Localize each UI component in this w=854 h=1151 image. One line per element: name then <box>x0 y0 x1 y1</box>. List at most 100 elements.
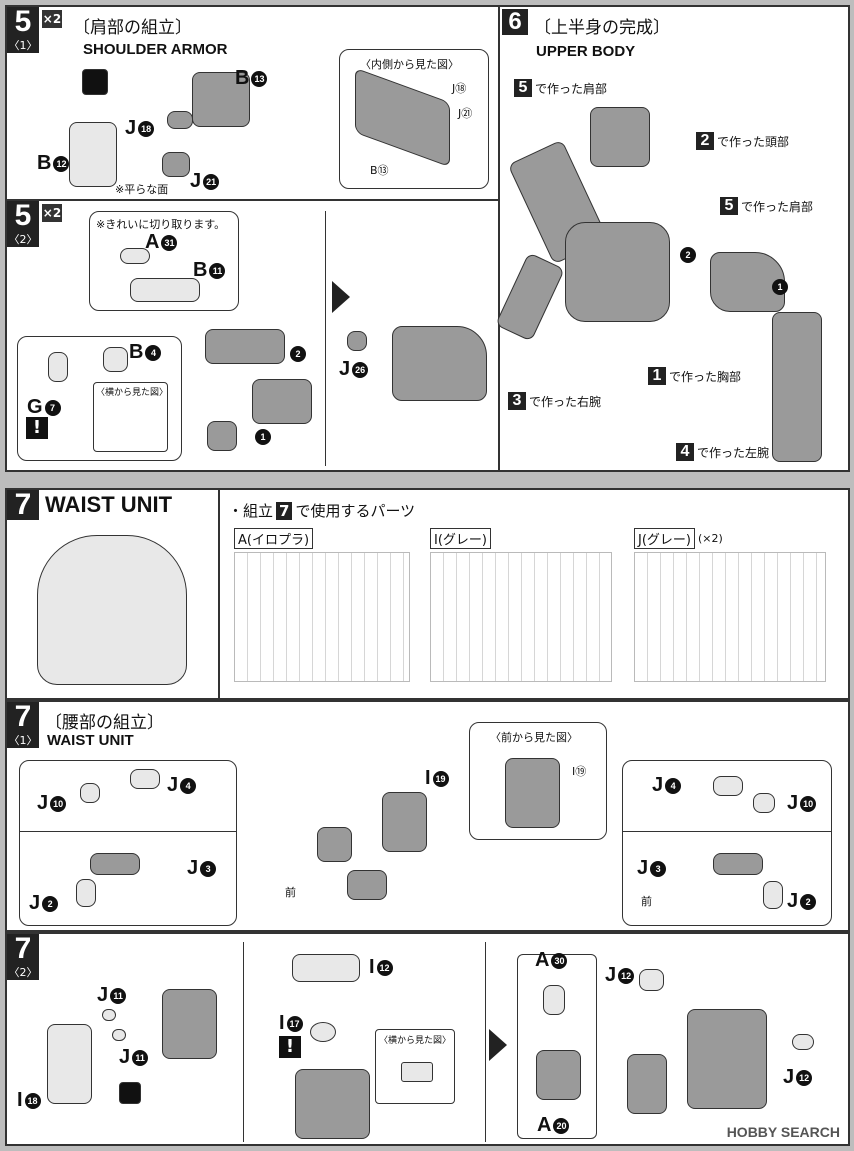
inset-label: I⑲ <box>572 765 587 778</box>
side-view-inset: 〈横から見た図〉 <box>93 382 168 452</box>
watermark-logo: HOBBY SEARCH <box>726 1124 840 1140</box>
inset-part <box>355 67 450 168</box>
inset-part <box>401 1062 433 1082</box>
step-number: 7 <box>7 702 39 732</box>
divider <box>20 831 236 832</box>
runner-label-i: I(グレー) <box>430 528 491 549</box>
side-view-inset: 〈横から見た図〉 <box>375 1029 455 1104</box>
inner-view-inset: 〈内側から見た図〉 J⑱ J㉑ B⑬ <box>339 49 489 189</box>
cut-note: ※きれいに切り取ります。 <box>96 218 226 231</box>
runner-j-image <box>634 552 826 682</box>
part-a20 <box>536 1050 581 1100</box>
part-g7-small <box>48 352 68 382</box>
part-j4-r <box>713 776 743 796</box>
step-title-jp: 〔腰部の組立〕 <box>45 713 164 733</box>
part-j3-r <box>713 853 763 875</box>
part-b13 <box>192 72 250 127</box>
part-i18 <box>47 1024 92 1104</box>
part-right-arm <box>494 252 566 342</box>
side-view-title: 〈横から見た図〉 <box>379 1036 452 1046</box>
step-sub: 〈1〉 <box>7 37 39 53</box>
part-j21 <box>162 152 190 177</box>
step-sub: 〈2〉 <box>7 964 39 980</box>
part-b11 <box>130 278 200 302</box>
part-chest <box>565 222 670 322</box>
warning-icon: ! <box>26 417 48 439</box>
step7-waist-panel: 7 WAIST UNIT <box>5 488 220 700</box>
cut-note-box: ※きれいに切り取ります。 <box>89 211 239 311</box>
part-armor <box>627 1054 667 1114</box>
part-j11-b <box>112 1029 126 1041</box>
part-j11-a <box>102 1009 116 1021</box>
divider <box>243 942 244 1142</box>
part-shoulder <box>252 379 312 424</box>
part-waist-assembled <box>687 1009 767 1109</box>
part-leg-joint <box>162 989 217 1059</box>
front-label: 前 <box>285 886 296 899</box>
step-number: 6 <box>502 9 528 35</box>
multiplier-badge: ×2 <box>41 9 63 29</box>
step-sub: 〈2〉 <box>7 231 39 247</box>
part-i17 <box>310 1022 336 1042</box>
next-arrow-icon <box>332 281 350 313</box>
step-title-en: WAIST UNIT <box>45 492 173 517</box>
runner-label-j: J(グレー) <box>634 528 695 549</box>
part-i12 <box>292 954 360 982</box>
waist-unit-image <box>37 535 187 685</box>
step-title-en: SHOULDER ARMOR <box>83 41 228 58</box>
inset-label: J㉑ <box>458 107 473 120</box>
inset-title: 〈内側から見た図〉 <box>360 58 459 71</box>
front-view-inset: 〈前から見た図〉 I⑲ <box>469 722 607 840</box>
step-title-en: WAIST UNIT <box>47 732 134 749</box>
inset-label: B⑬ <box>370 164 389 177</box>
part-a31 <box>120 248 150 264</box>
part-shoulder-top <box>205 329 285 364</box>
part-waist-right <box>347 870 387 900</box>
part-g7 <box>207 421 237 451</box>
part-waist-body <box>295 1069 370 1139</box>
order-2: 2 <box>680 247 696 263</box>
part-j3-body <box>90 853 140 875</box>
step-number: 5 <box>7 201 39 231</box>
inset-part <box>505 758 560 828</box>
part-j10-r <box>753 793 775 813</box>
sticker-icon <box>119 1082 141 1104</box>
part-j12-b <box>792 1034 814 1050</box>
runner-label-a: A(イロプラ) <box>234 528 314 549</box>
inset-label: J⑱ <box>452 82 467 95</box>
side-view-box: ! 〈横から見た図〉 <box>17 336 182 461</box>
next-arrow-icon <box>489 1029 507 1061</box>
part-waist-left <box>317 827 352 862</box>
step-title-en: UPPER BODY <box>536 43 636 60</box>
runner-i-image <box>430 552 612 682</box>
runner-j-mult: (×2) <box>698 532 723 545</box>
step-sub: 〈1〉 <box>7 732 39 748</box>
